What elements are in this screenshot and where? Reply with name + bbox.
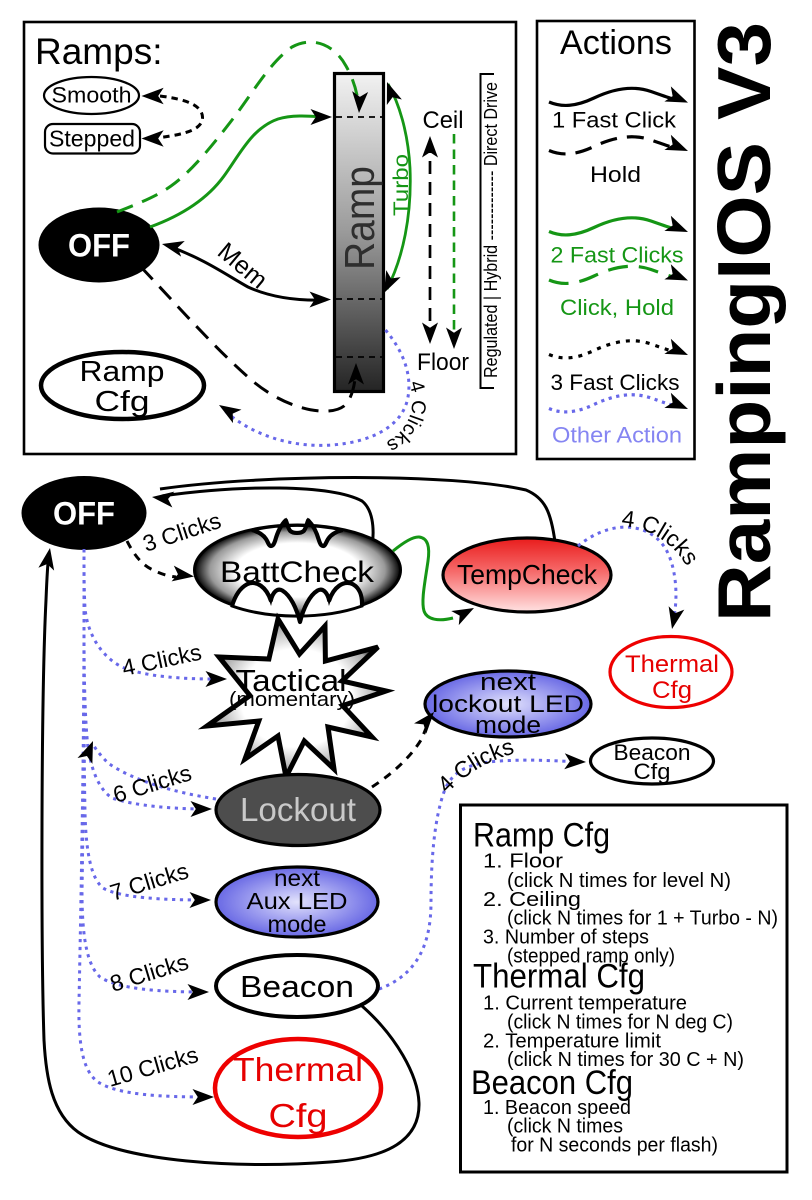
svg-text:Ramp: Ramp <box>80 356 165 388</box>
svg-text:(click N times: (click N times <box>507 1115 623 1138</box>
svg-text:Aux LED: Aux LED <box>247 888 348 914</box>
svg-text:TempCheck: TempCheck <box>457 559 598 590</box>
svg-text:Beacon: Beacon <box>614 740 691 765</box>
svg-text:(click N times for level N): (click N times for level N) <box>507 869 731 892</box>
svg-text:Floor: Floor <box>417 349 469 376</box>
svg-text:1. Current temperature: 1. Current temperature <box>483 992 687 1015</box>
svg-text:(momentary): (momentary) <box>229 689 355 711</box>
svg-text:BattCheck: BattCheck <box>220 556 375 589</box>
svg-text:next: next <box>480 669 536 696</box>
svg-text:OFF: OFF <box>68 228 130 264</box>
svg-text:next: next <box>274 865 321 891</box>
svg-text:Ramps:: Ramps: <box>35 31 162 72</box>
svg-text:Stepped: Stepped <box>49 126 135 152</box>
svg-text:Cfg: Cfg <box>95 386 150 418</box>
svg-text:Thermal Cfg: Thermal Cfg <box>473 958 645 996</box>
svg-text:OFF: OFF <box>53 496 115 532</box>
svg-text:Hold: Hold <box>590 162 641 187</box>
svg-text:1 Fast Click: 1 Fast Click <box>552 108 677 133</box>
svg-text:mode: mode <box>268 911 327 937</box>
svg-text:Beacon Cfg: Beacon Cfg <box>471 1064 633 1102</box>
svg-text:2. Temperature limit: 2. Temperature limit <box>483 1030 661 1053</box>
svg-text:(click N times for N deg C): (click N times for N deg C) <box>507 1011 733 1034</box>
svg-text:3 Fast Clicks: 3 Fast Clicks <box>551 370 680 395</box>
svg-text:Lockout: Lockout <box>240 791 356 828</box>
svg-text:Turbo: Turbo <box>390 154 413 216</box>
svg-text:Tactical: Tactical <box>236 663 347 698</box>
svg-text:2. Ceiling: 2. Ceiling <box>483 888 581 911</box>
svg-text:RampingIOS V3: RampingIOS V3 <box>702 22 786 622</box>
svg-text:3. Number of steps: 3. Number of steps <box>483 926 649 949</box>
svg-text:(click N times for 30 C + N): (click N times for 30 C + N) <box>507 1048 744 1071</box>
svg-text:(stepped ramp only): (stepped ramp only) <box>507 945 675 968</box>
svg-text:Thermal: Thermal <box>233 1051 363 1088</box>
svg-text:Beacon: Beacon <box>240 969 354 1004</box>
svg-text:Smooth: Smooth <box>52 83 132 108</box>
svg-text:Thermal: Thermal <box>625 651 719 678</box>
svg-text:1. Beacon speed: 1. Beacon speed <box>483 1096 631 1119</box>
svg-text:mode: mode <box>475 712 541 739</box>
svg-text:2 Fast Clicks: 2 Fast Clicks <box>551 243 684 268</box>
svg-text:Ramp: Ramp <box>336 166 383 270</box>
svg-text:lockout LED: lockout LED <box>432 691 584 718</box>
svg-text:Cfg: Cfg <box>634 759 671 784</box>
svg-text:1. Floor: 1. Floor <box>483 850 563 873</box>
svg-text:Actions: Actions <box>560 24 672 62</box>
svg-text:Cfg: Cfg <box>652 677 692 704</box>
svg-text:Ramp Cfg: Ramp Cfg <box>473 817 610 855</box>
svg-text:for N seconds per flash): for N seconds per flash) <box>511 1134 718 1157</box>
svg-text:Click, Hold: Click, Hold <box>560 295 674 320</box>
svg-text:Ceil: Ceil <box>423 107 464 134</box>
svg-text:Regulated | Hybrid -----------: Regulated | Hybrid ------------- Direct … <box>481 82 501 378</box>
svg-text:Cfg: Cfg <box>269 1097 328 1134</box>
svg-text:(click N times for 1 + Turbo -: (click N times for 1 + Turbo - N) <box>507 907 778 930</box>
svg-text:Other Action: Other Action <box>552 423 682 448</box>
